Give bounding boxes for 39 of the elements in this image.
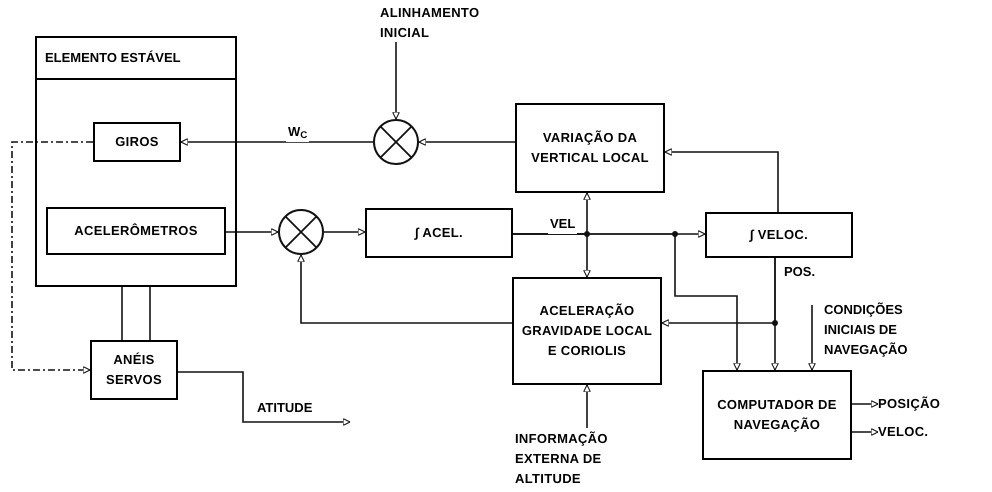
connector-arrow	[770, 258, 780, 371]
connector-arrow	[226, 228, 279, 236]
node-label: POSIÇÃO	[878, 395, 940, 413]
connector-arrow	[513, 233, 742, 371]
node-label: ∫ VELOC.	[750, 226, 808, 244]
process-box	[46, 207, 226, 255]
connector-arrow	[852, 428, 879, 436]
connector-arrow	[418, 138, 515, 146]
node-label: VARIAÇÃO DA VERTICAL LOCAL	[530, 129, 650, 167]
summing-junction	[278, 209, 324, 255]
process-box	[702, 370, 852, 460]
box-heading: ELEMENTO ESTÁVEL	[45, 49, 181, 68]
connector-arrow	[664, 148, 779, 212]
node-label: ACELERÔMETROS	[74, 222, 198, 240]
process-box	[512, 277, 662, 385]
process-box	[515, 103, 665, 193]
process-box	[365, 208, 513, 258]
connector-arrow	[296, 254, 512, 324]
node-label: ANÉIS SERVOS	[105, 351, 163, 389]
node-label: VELOC.	[878, 423, 928, 441]
process-box	[705, 212, 853, 258]
node-label: ALINHAMENTO INICIAL	[380, 4, 480, 42]
connector-arrow	[178, 371, 351, 426]
summing-junction	[373, 119, 419, 165]
connector-arrow	[11, 141, 93, 374]
node-label: GIROS	[115, 133, 159, 151]
node-label: ACELERAÇÃO GRAVIDADE LOCAL E CORIOLIS	[520, 302, 654, 360]
container-box	[35, 36, 237, 287]
connector-arrow	[392, 42, 400, 120]
connector-arrow	[582, 384, 592, 428]
node-label: ∫ ACEL.	[415, 224, 463, 242]
connector-arrow	[324, 228, 366, 236]
process-box	[93, 122, 181, 162]
connector-arrow	[180, 138, 373, 146]
node-label: INFORMAÇÃO EXTERNA DE ALTITUDE	[515, 430, 609, 488]
process-box	[90, 340, 178, 400]
connector-arrow	[852, 400, 879, 408]
connector-arrow	[808, 305, 816, 371]
node-label: COMPUTADOR DE NAVEGAÇÃO	[716, 396, 838, 434]
